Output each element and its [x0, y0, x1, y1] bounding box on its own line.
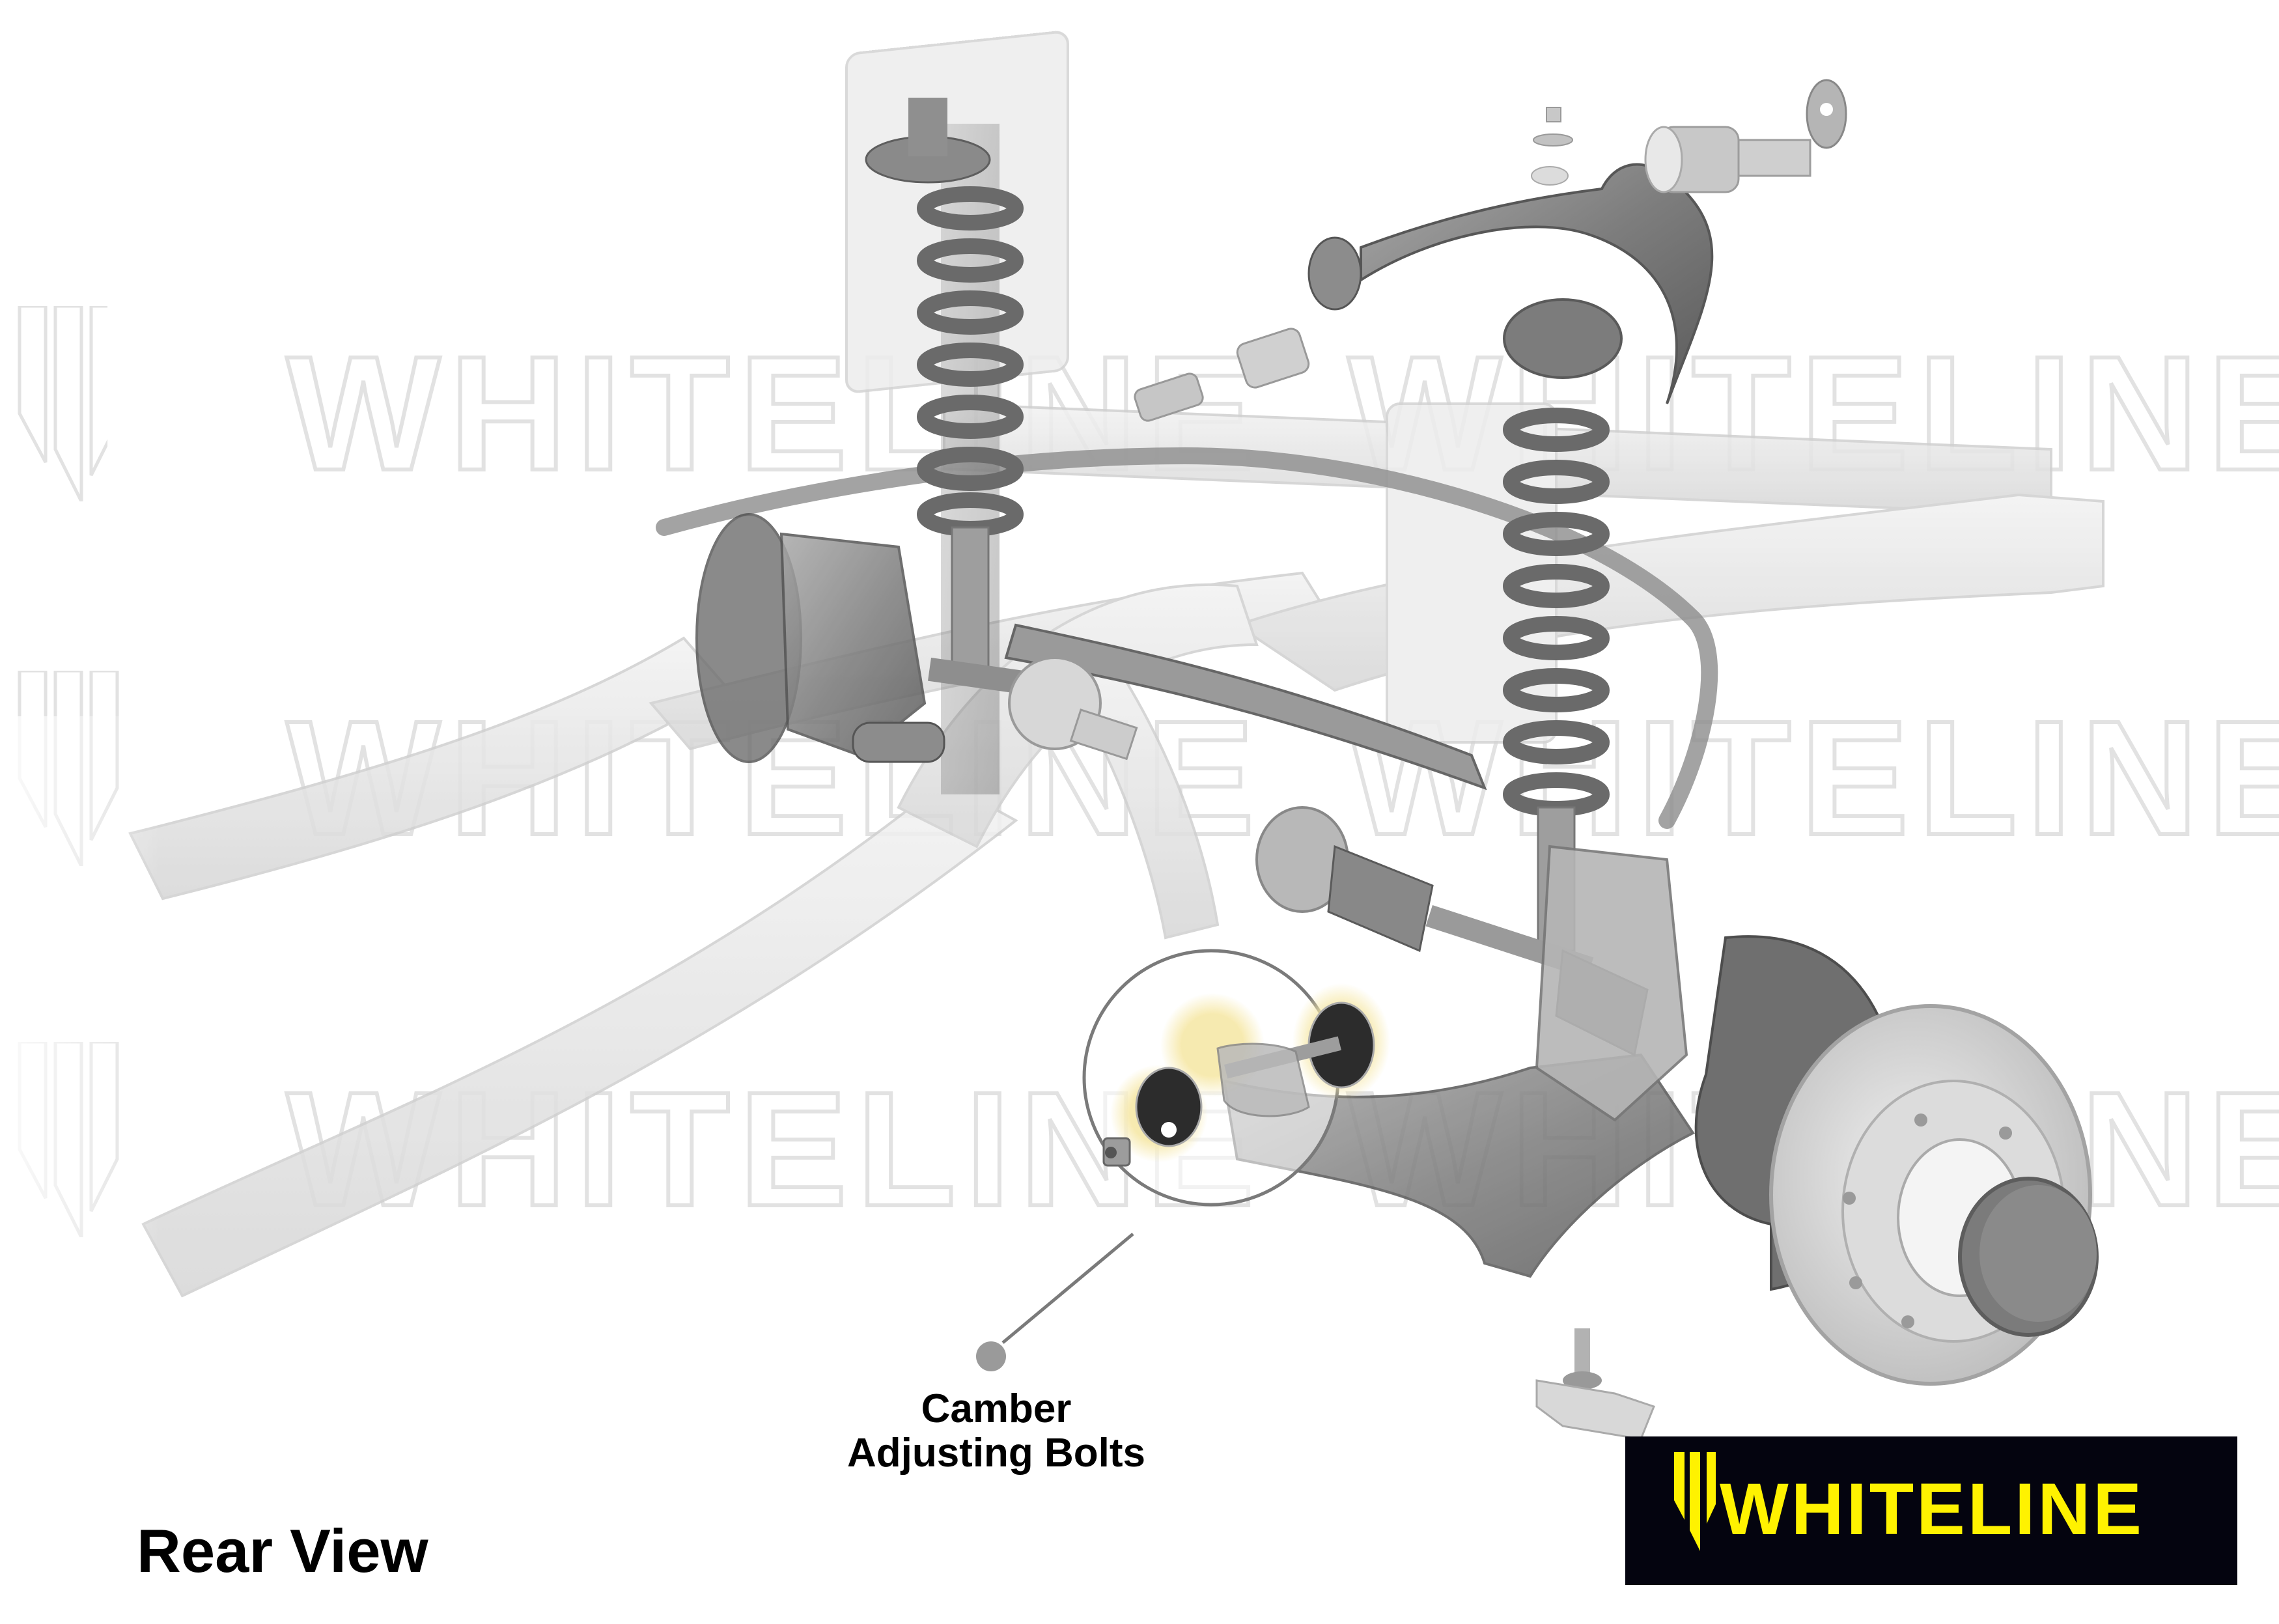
knuckle-left [695, 513, 945, 763]
lower-control-arm [1222, 1053, 1695, 1278]
knuckle-right [1535, 845, 1688, 1122]
view-label: Rear View [137, 1517, 428, 1585]
steering-rack [1004, 623, 1487, 791]
whiteline-logo: WHITELINE [1625, 1436, 2237, 1585]
camber-bolt-callout [1082, 949, 1390, 1207]
watermark-logo-icon [18, 306, 107, 501]
hub-cap [1958, 1177, 2099, 1337]
whiteline-mark-icon [1674, 1452, 1716, 1551]
camber-adjusting-bolt-kit [1102, 983, 1390, 1167]
camber-label-line1: Camber [921, 1386, 1072, 1431]
upper-arm-bushing-kit [1134, 79, 1847, 422]
camber-bolts-label: Camber Adjusting Bolts [794, 1386, 1198, 1476]
callout-anchor-dot [976, 1341, 1006, 1371]
camber-label-line2: Adjusting Bolts [846, 1431, 1146, 1476]
whiteline-wordmark: WHITELINE [1720, 1468, 2144, 1550]
sway-bar [656, 447, 1718, 829]
cv-axle-left [927, 656, 1138, 761]
callout-leader-line [1001, 1233, 1134, 1344]
upper-control-arm [1307, 163, 1714, 404]
lower-ball-joint [1535, 1328, 1655, 1440]
